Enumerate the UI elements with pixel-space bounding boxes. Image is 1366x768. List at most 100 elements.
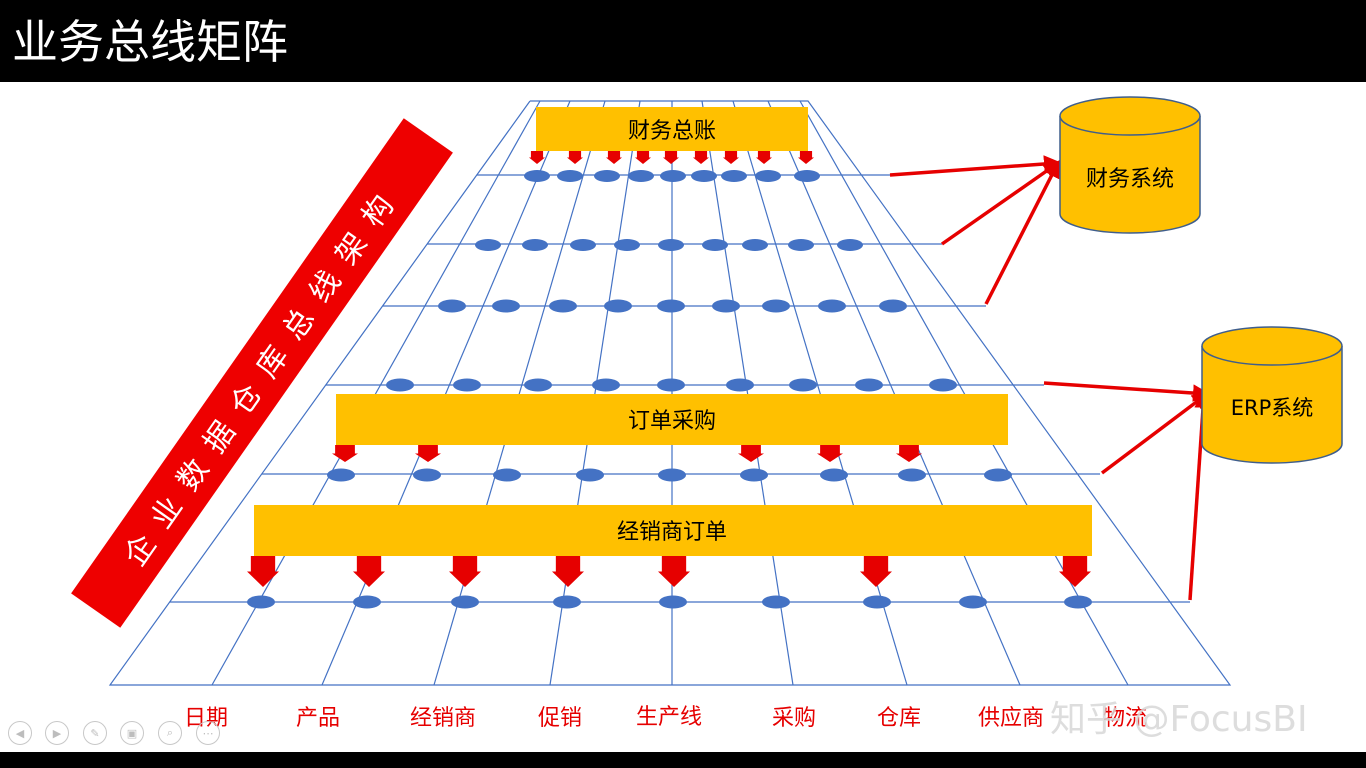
grid-column-line bbox=[211, 100, 541, 686]
grid-node bbox=[762, 595, 790, 609]
prev-icon[interactable]: ◀ bbox=[8, 721, 32, 745]
grid-node bbox=[592, 378, 620, 392]
grid-node bbox=[721, 170, 747, 182]
down-arrow bbox=[817, 445, 843, 462]
bar-dealer-order-label: 经销商订单 bbox=[617, 520, 727, 545]
dimension-label: 供应商 bbox=[978, 706, 1044, 731]
grid-node bbox=[691, 170, 717, 182]
banner-background bbox=[71, 118, 453, 628]
down-arrow bbox=[1059, 556, 1091, 587]
grid-node bbox=[604, 299, 632, 313]
grid-node bbox=[1064, 595, 1092, 609]
grid-node bbox=[557, 170, 583, 182]
bar-finance-ledger bbox=[536, 107, 808, 151]
grid-node bbox=[658, 468, 686, 482]
dimension-label: 产品 bbox=[296, 706, 340, 731]
slides-icon[interactable]: ▣ bbox=[120, 721, 144, 745]
grid-node bbox=[929, 378, 957, 392]
more-icon[interactable]: ⋯ bbox=[196, 721, 220, 745]
grid-node bbox=[742, 239, 768, 251]
down-arrow bbox=[723, 151, 739, 164]
down-arrow bbox=[567, 151, 583, 164]
grid-node bbox=[755, 170, 781, 182]
grid-column-line bbox=[549, 100, 641, 686]
grid-node bbox=[594, 170, 620, 182]
erp-system-cylinder: ERP系统 bbox=[1201, 326, 1343, 464]
bar-order-purchase-label: 订单采购 bbox=[628, 409, 716, 434]
grid-node bbox=[818, 299, 846, 313]
grid-column-line bbox=[321, 100, 571, 686]
dimension-label: 仓库 bbox=[877, 706, 921, 731]
down-arrow bbox=[738, 445, 764, 462]
down-arrow bbox=[247, 556, 279, 587]
down-arrow bbox=[606, 151, 622, 164]
down-arrow bbox=[529, 151, 545, 164]
watermark: 知乎 @FocusBI bbox=[1050, 699, 1308, 740]
grid-node bbox=[475, 239, 501, 251]
pen-icon[interactable]: ✎ bbox=[83, 721, 107, 745]
connector-arrow bbox=[889, 155, 1062, 177]
grid-column-line bbox=[433, 100, 606, 686]
down-arrow bbox=[798, 151, 814, 164]
grid-node bbox=[660, 170, 686, 182]
grid-node bbox=[879, 299, 907, 313]
finance-system-cylinder: 财务系统 bbox=[1059, 96, 1201, 234]
dimension-labels: 日期 产品 经销商 促销 生产线 采购 仓库 供应商 物流 bbox=[184, 705, 1147, 731]
grid-node bbox=[762, 299, 790, 313]
grid-node bbox=[553, 595, 581, 609]
next-icon[interactable]: ▶ bbox=[45, 721, 69, 745]
grid-column-line bbox=[767, 100, 1021, 686]
grid-column-line bbox=[799, 100, 1129, 686]
grid-node bbox=[549, 299, 577, 313]
page-title: 业务总线矩阵 bbox=[12, 15, 288, 69]
connector-arrow bbox=[984, 159, 1060, 305]
grid-node bbox=[522, 239, 548, 251]
down-arrow bbox=[332, 445, 358, 462]
grid-node bbox=[657, 378, 685, 392]
grid-column-line bbox=[701, 100, 794, 686]
bar-order-purchase bbox=[336, 394, 1008, 445]
down-arrow bbox=[415, 445, 441, 462]
grid-node bbox=[353, 595, 381, 609]
bottom-bar bbox=[0, 752, 1366, 768]
grid-node bbox=[327, 468, 355, 482]
grid-node bbox=[492, 299, 520, 313]
grid-node bbox=[438, 299, 466, 313]
grid-node bbox=[898, 468, 926, 482]
zoom-icon[interactable]: ⌕ bbox=[158, 721, 182, 745]
grid-node bbox=[413, 468, 441, 482]
down-arrow bbox=[663, 151, 679, 164]
grid-node bbox=[788, 239, 814, 251]
bar-dealer-order bbox=[254, 505, 1092, 556]
bar-finance-ledger-label: 财务总账 bbox=[628, 119, 716, 144]
erp-system-label: ERP系统 bbox=[1231, 396, 1314, 420]
connector-arrow bbox=[940, 160, 1061, 246]
dimension-label: 经销商 bbox=[410, 706, 476, 731]
grid-node bbox=[247, 595, 275, 609]
down-arrow bbox=[860, 556, 892, 587]
down-arrow bbox=[552, 556, 584, 587]
grid-node bbox=[657, 299, 685, 313]
dimension-label: 采购 bbox=[772, 706, 816, 731]
grid-node bbox=[789, 378, 817, 392]
grid-node bbox=[726, 378, 754, 392]
grid-node bbox=[855, 378, 883, 392]
dimension-label: 物流 bbox=[1103, 706, 1147, 731]
grid-node bbox=[863, 595, 891, 609]
down-arrow bbox=[449, 556, 481, 587]
grid-node bbox=[453, 378, 481, 392]
grid-node bbox=[740, 468, 768, 482]
grid-node bbox=[576, 468, 604, 482]
connector-arrow bbox=[1100, 391, 1210, 475]
grid-outline bbox=[108, 100, 1232, 686]
finance-system-label: 财务系统 bbox=[1086, 167, 1174, 192]
grid-node bbox=[614, 239, 640, 251]
grid-node bbox=[837, 239, 863, 251]
down-arrow bbox=[635, 151, 651, 164]
grid-node bbox=[493, 468, 521, 482]
grid-column-line bbox=[732, 100, 908, 686]
grid-nodes bbox=[247, 170, 1092, 609]
down-arrow bbox=[693, 151, 709, 164]
grid-node bbox=[524, 378, 552, 392]
grid-node bbox=[712, 299, 740, 313]
